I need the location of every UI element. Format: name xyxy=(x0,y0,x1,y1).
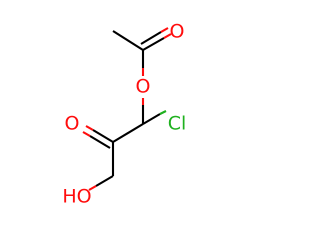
molecule-drawing: O O Cl O HO xyxy=(62,21,187,208)
bond-ch-ketone-c xyxy=(112,123,144,143)
atom-label-ketone-o: O xyxy=(65,113,80,135)
bond-ketone-double-a xyxy=(92,129,114,143)
bond-acetyl-c-double-o-b-red xyxy=(160,27,169,33)
bond-ketone-double-b-red xyxy=(82,131,91,137)
bond-acetyl-c-double-o-b xyxy=(140,31,162,45)
bond-ch2-oh-red xyxy=(88,185,97,191)
atom-label-acetyl-o: O xyxy=(170,21,185,43)
atom-label-hydroxyl: HO xyxy=(62,186,91,208)
bond-ch-cl xyxy=(142,113,161,125)
bond-methyl-carbonyl xyxy=(112,30,144,51)
bond-ch2-oh xyxy=(95,175,114,187)
bond-acetyl-c-double-o-a-red xyxy=(163,33,172,39)
atom-label-chlorine: Cl xyxy=(168,113,187,135)
bond-ch-cl-green xyxy=(159,110,167,115)
bond-ketone-double-b xyxy=(89,135,111,149)
structure-canvas: O O Cl O HO xyxy=(62,20,187,208)
atom-label-ester-o: O xyxy=(136,76,151,98)
bond-acetyl-c-double-o-a xyxy=(142,37,165,51)
bond-ketone-double-a-red xyxy=(85,125,94,131)
